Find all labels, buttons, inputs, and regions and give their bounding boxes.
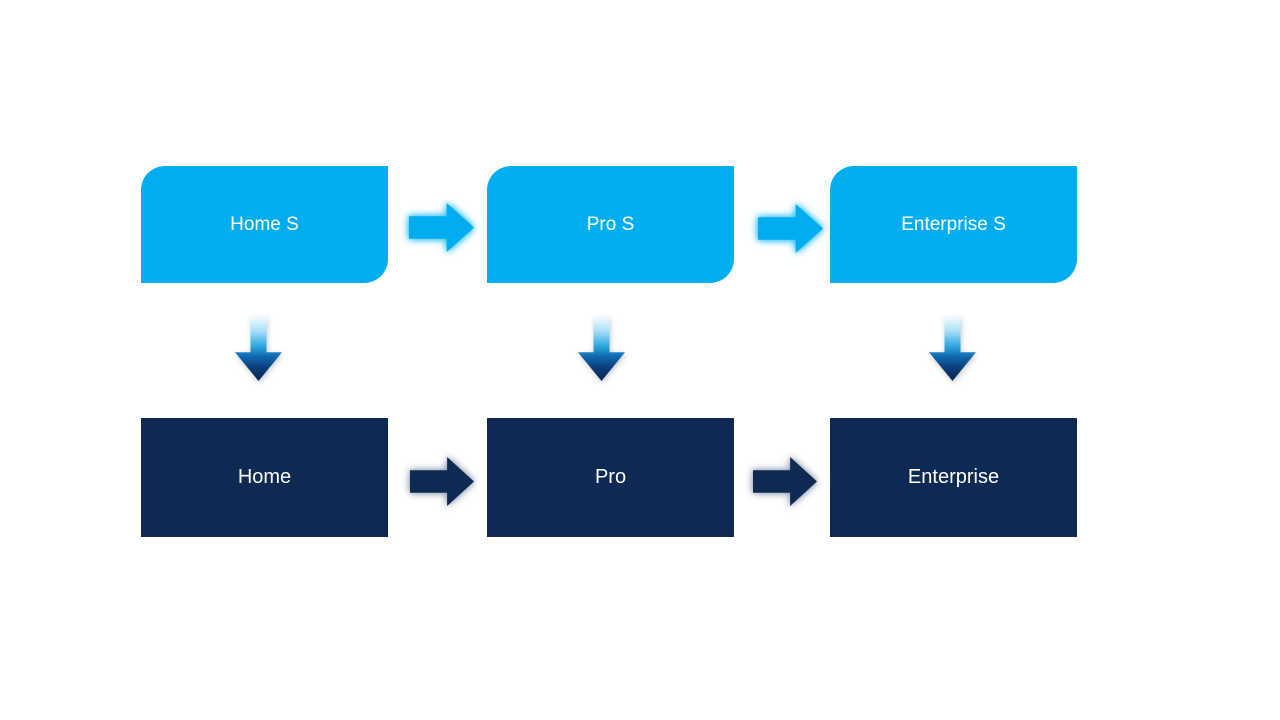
right-arrow-icon xyxy=(758,204,823,253)
box-home-s: Home S xyxy=(141,166,388,283)
box-pro-s-label: Pro S xyxy=(586,213,635,235)
right-arrow-shape xyxy=(410,457,474,506)
box-home: Home xyxy=(141,418,388,537)
box-pro: Pro xyxy=(487,418,734,537)
right-arrow-shape xyxy=(409,203,474,252)
right-arrow-icon xyxy=(409,203,474,252)
box-home-s-label: Home S xyxy=(230,213,299,235)
box-enterprise: Enterprise xyxy=(830,418,1077,537)
right-arrow-shape xyxy=(758,204,823,253)
box-home-label: Home xyxy=(237,466,292,488)
down-arrow-shape xyxy=(578,317,625,381)
down-arrow-shape xyxy=(929,317,976,381)
box-enterprise-label: Enterprise xyxy=(907,466,1000,488)
down-arrow-icon xyxy=(235,317,282,381)
down-arrow-shape xyxy=(235,317,282,381)
down-arrow-icon xyxy=(929,317,976,381)
down-arrow-icon xyxy=(578,317,625,381)
box-enterprise-s-label: Enterprise S xyxy=(901,213,1006,235)
box-enterprise-s: Enterprise S xyxy=(830,166,1077,283)
box-pro-s: Pro S xyxy=(487,166,734,283)
right-arrow-icon xyxy=(753,457,817,506)
right-arrow-shape xyxy=(753,457,817,506)
box-pro-label: Pro xyxy=(594,466,627,488)
right-arrow-icon xyxy=(410,457,474,506)
